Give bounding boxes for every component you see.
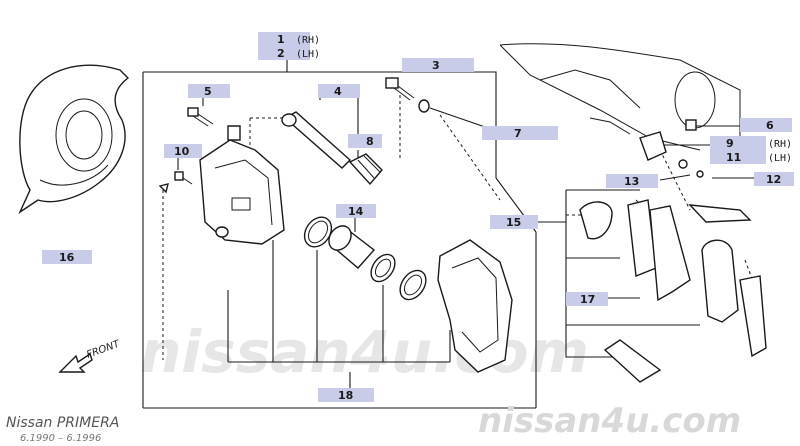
callout-11-side: (LH) (768, 153, 792, 164)
pin-boot (348, 153, 383, 186)
caliper-bolt (187, 107, 214, 127)
model-title: Nissan PRIMERA (6, 415, 119, 431)
callout-16[interactable]: 16 (42, 250, 92, 264)
callout-15[interactable]: 15 (490, 215, 538, 229)
callout-2[interactable]: 2 (LH) (258, 46, 320, 60)
callout-14[interactable]: 14 (336, 204, 376, 218)
mount-bolt (385, 77, 415, 101)
callout-4-number: 4 (334, 85, 342, 98)
callout-5[interactable]: 5 (188, 84, 230, 98)
front-label: FRONT (85, 338, 122, 360)
bleeder-screw (158, 171, 193, 194)
callout-1[interactable]: 1 (RH) (258, 32, 320, 46)
callout-3-number: 3 (432, 59, 440, 72)
callout-11-number: 11 (726, 151, 741, 164)
callout-13-number: 13 (624, 175, 639, 188)
callout-6[interactable]: 6 (740, 118, 792, 132)
dust-shield (18, 64, 130, 214)
callout-8-number: 8 (366, 135, 374, 148)
callout-1-side: (RH) (296, 35, 320, 46)
callout-10[interactable]: 10 (164, 144, 202, 158)
callout-13[interactable]: 13 (606, 174, 658, 188)
wear-sensor (639, 119, 704, 178)
brake-pads (579, 199, 767, 383)
callout-18[interactable]: 18 (318, 388, 374, 402)
lock-washer (418, 99, 430, 113)
callout-6-number: 6 (766, 119, 774, 132)
callout-10-number: 10 (174, 145, 190, 158)
callout-8[interactable]: 8 (348, 134, 382, 148)
footer-watermark: nissan4u.com (478, 401, 741, 441)
callout-3[interactable]: 3 (402, 58, 474, 72)
callout-17[interactable]: 17 (566, 292, 608, 306)
callout-5-number: 5 (204, 85, 212, 98)
callout-9[interactable]: 9 (RH) (710, 136, 792, 150)
torque-member (437, 239, 513, 373)
callout-7[interactable]: 7 (482, 126, 558, 140)
callout-1-number: 1 (277, 33, 285, 46)
dashed-leaders (162, 95, 761, 360)
callout-4[interactable]: 4 (318, 84, 360, 98)
callout-12[interactable]: 12 (754, 172, 794, 186)
callout-16-number: 16 (59, 251, 75, 264)
callout-18-number: 18 (338, 389, 353, 402)
callout-2-side: (LH) (296, 49, 320, 60)
piston (328, 225, 376, 269)
callout-12-number: 12 (766, 173, 781, 186)
caliper-body (199, 125, 285, 245)
car-outline (499, 43, 741, 151)
center-watermark: nissan4u.com (140, 318, 589, 386)
front-arrow: FRONT (58, 338, 122, 373)
callout-7-number: 7 (514, 127, 522, 140)
callout-9-side: (RH) (768, 139, 792, 150)
callout-15-number: 15 (506, 216, 521, 229)
piston-boot-rings (370, 253, 427, 301)
guide-pin (281, 111, 352, 169)
callout-11[interactable]: 11 (LH) (710, 150, 792, 164)
callout-2-number: 2 (277, 47, 285, 60)
callout-9-number: 9 (726, 137, 734, 150)
model-period: 6.1990 – 6.1996 (20, 433, 101, 444)
piston-seal (303, 216, 333, 248)
callout-17-number: 17 (580, 293, 595, 306)
callout-14-number: 14 (348, 205, 364, 218)
